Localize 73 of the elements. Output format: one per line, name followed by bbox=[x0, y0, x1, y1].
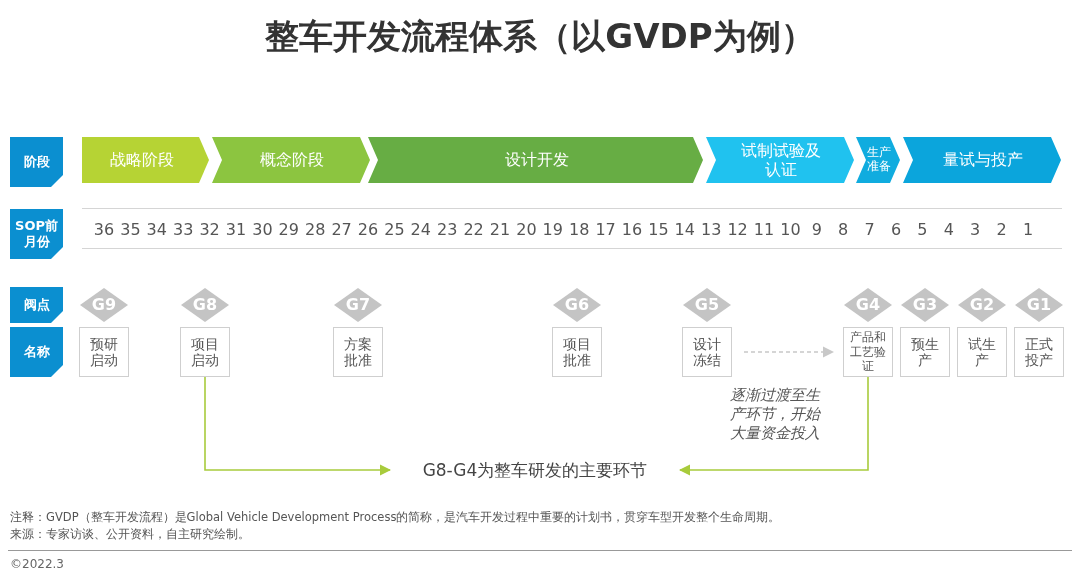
milestone-box: 产品和工艺验证 bbox=[843, 327, 893, 377]
month-number: 22 bbox=[462, 220, 485, 239]
milestone-box: 项目批准 bbox=[552, 327, 602, 377]
milestone-box: 正式投产 bbox=[1014, 327, 1064, 377]
milestone-box: 预生产 bbox=[900, 327, 950, 377]
month-number: 11 bbox=[752, 220, 776, 239]
gate-diamond: G7 bbox=[334, 288, 382, 322]
row-header-tab: 阀点 bbox=[10, 287, 63, 323]
copyright-text: ©2022.3 bbox=[10, 557, 64, 571]
month-number: 19 bbox=[541, 220, 564, 239]
month-number: 32 bbox=[198, 220, 221, 239]
row-header-tab: SOP前月份 bbox=[10, 209, 63, 259]
month-number: 15 bbox=[647, 220, 670, 239]
gate-diamond: G8 bbox=[181, 288, 229, 322]
month-number: 6 bbox=[889, 220, 903, 239]
row-header-tab: 名称 bbox=[10, 327, 63, 377]
month-number: 10 bbox=[779, 220, 802, 239]
month-number: 21 bbox=[488, 220, 512, 239]
month-number: 20 bbox=[515, 220, 538, 239]
month-number: 31 bbox=[224, 220, 248, 239]
stage-banner: 量试与投产 bbox=[903, 137, 1061, 183]
title: 整车开发流程体系（以GVDP为例） bbox=[264, 15, 816, 58]
gate-diamond: G5 bbox=[683, 288, 731, 322]
gate-diamond: G9 bbox=[80, 288, 128, 322]
gate-diamond: G2 bbox=[958, 288, 1006, 322]
stage-banner: 概念阶段 bbox=[212, 137, 370, 183]
arrow bbox=[204, 376, 392, 476]
gate-diamond: G3 bbox=[901, 288, 949, 322]
stage-banner: 生产准备 bbox=[856, 137, 900, 183]
month-number: 33 bbox=[172, 220, 195, 239]
month-number: 1 bbox=[1021, 220, 1035, 239]
month-number: 36 bbox=[92, 220, 116, 239]
footnote-text: 注释：GVDP（整车开发流程）是Global Vehicle Development Process的简称，是汽车开发过程中重要的计划书，贯穿车型开发整个生命周期。 bbox=[10, 510, 782, 525]
source-text: 来源：专家访谈、公开资料，自主研究绘制。 bbox=[10, 527, 251, 542]
month-number: 12 bbox=[726, 220, 749, 239]
gate-diamond: G6 bbox=[553, 288, 601, 322]
month-number: 5 bbox=[916, 220, 929, 239]
arrow bbox=[743, 346, 835, 358]
month-number: 9 bbox=[810, 220, 823, 239]
stage-banner: 战略阶段 bbox=[82, 137, 209, 183]
milestone-box: 方案批准 bbox=[333, 327, 383, 377]
stage-banner: 设计开发 bbox=[368, 137, 703, 183]
gate-diamond: G4 bbox=[844, 288, 892, 322]
milestone-box: 试生产 bbox=[957, 327, 1007, 377]
month-number: 28 bbox=[304, 220, 327, 239]
month-number: 27 bbox=[330, 220, 353, 239]
milestone-box: 项目启动 bbox=[180, 327, 230, 377]
month-number: 23 bbox=[436, 220, 459, 239]
month-number: 4 bbox=[942, 220, 955, 239]
gate-diamond: G1 bbox=[1015, 288, 1063, 322]
note-text: 逐渐过渡至生产环节，开始大量资金投入 bbox=[730, 386, 822, 443]
month-number: 34 bbox=[145, 220, 168, 239]
month-number: 26 bbox=[356, 220, 380, 239]
month-number: 2 bbox=[995, 220, 1008, 239]
month-number: 3 bbox=[969, 220, 982, 239]
month-number: 16 bbox=[620, 220, 644, 239]
arrow bbox=[678, 376, 869, 476]
month-number: 8 bbox=[837, 220, 850, 239]
month-number: 29 bbox=[277, 220, 300, 239]
milestone-box: 设计冻结 bbox=[682, 327, 732, 377]
month-number: 7 bbox=[863, 220, 876, 239]
summary-text: G8-G4为整车研发的主要环节 bbox=[395, 457, 675, 483]
milestone-box: 预研启动 bbox=[79, 327, 129, 377]
stage-banner: 试制试验及认证 bbox=[706, 137, 854, 183]
month-number: 17 bbox=[594, 220, 617, 239]
month-number: 13 bbox=[700, 220, 723, 239]
month-number: 25 bbox=[383, 220, 406, 239]
row-header-tab: 阶段 bbox=[10, 137, 63, 187]
month-number: 30 bbox=[251, 220, 274, 239]
month-number: 35 bbox=[119, 220, 142, 239]
month-number: 18 bbox=[568, 220, 591, 239]
month-number: 14 bbox=[673, 220, 696, 239]
month-number: 24 bbox=[409, 220, 432, 239]
